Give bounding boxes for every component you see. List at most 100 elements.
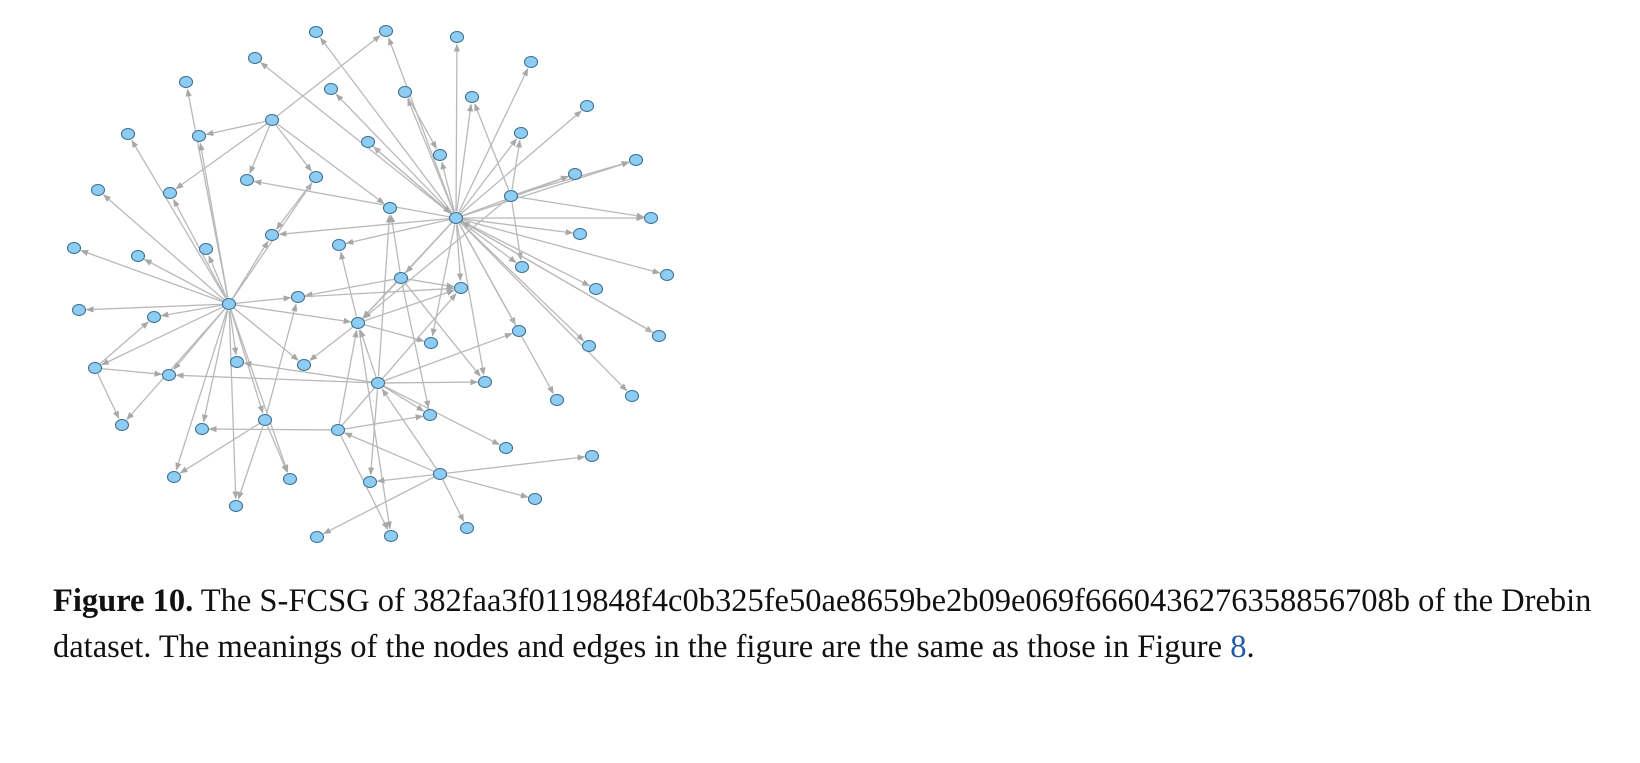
graph-node	[247, 51, 263, 65]
graph-node	[477, 375, 493, 389]
caption-end: .	[1246, 629, 1255, 665]
graph-edge	[404, 282, 481, 377]
graph-node	[178, 75, 194, 89]
graph-node	[308, 25, 324, 39]
graph-edge	[430, 224, 456, 337]
graph-node	[423, 336, 439, 350]
graph-node	[581, 339, 597, 353]
graph-edge	[160, 304, 223, 318]
graph-edge	[368, 389, 379, 476]
graph-edge	[389, 214, 401, 272]
graph-node	[503, 189, 519, 203]
graph-edge	[322, 476, 435, 535]
graph-edge	[462, 219, 661, 275]
graph-edge	[101, 367, 163, 377]
graph-node	[370, 376, 386, 390]
graph-edges	[80, 35, 661, 535]
graph-node	[191, 129, 207, 143]
graph-node	[290, 290, 306, 304]
graph-node	[323, 82, 339, 96]
graph-nodes	[66, 24, 675, 544]
graph-edge	[80, 249, 224, 303]
graph-node	[464, 90, 480, 104]
graph-edge	[383, 332, 513, 382]
figure-label: Figure 10.	[53, 583, 194, 619]
graph-node	[308, 170, 324, 184]
graph-edge	[344, 432, 435, 473]
graph-edge	[278, 217, 450, 237]
graph-node	[282, 472, 298, 486]
graph-node	[221, 297, 237, 311]
graph-node	[239, 173, 255, 187]
graph-node	[579, 99, 595, 113]
graph-node	[166, 470, 182, 484]
graph-edge	[345, 218, 450, 245]
graph-edge	[456, 224, 486, 376]
graph-node	[527, 492, 543, 506]
graph-edge	[208, 255, 228, 299]
graph-node	[549, 393, 565, 407]
graph-node	[362, 475, 378, 489]
graph-edge	[377, 214, 393, 377]
graph-edge	[453, 43, 461, 212]
graph-edge	[407, 278, 455, 289]
graph-node	[448, 211, 464, 225]
graph-node	[66, 241, 82, 255]
graph-edge	[276, 35, 381, 117]
graph-edge	[143, 258, 224, 302]
graph-edge	[446, 454, 586, 474]
graph-node	[71, 303, 87, 317]
figure-reference-link[interactable]: 8	[1230, 629, 1247, 665]
graph-node	[90, 183, 106, 197]
graph-edge	[175, 309, 228, 471]
graph-node	[120, 127, 136, 141]
graph-edge	[384, 379, 479, 386]
graph-edge	[131, 139, 227, 299]
graph-edge	[338, 329, 359, 424]
graph-edge	[461, 221, 654, 334]
graph-edge	[372, 145, 451, 214]
graph-node	[459, 521, 475, 535]
graph-edge	[233, 307, 299, 361]
graph-node	[588, 282, 604, 296]
graph-edge	[458, 68, 529, 213]
graph-node	[198, 242, 214, 256]
graph-node	[382, 201, 398, 215]
graph-node	[330, 423, 346, 437]
graph-edge	[442, 479, 465, 522]
graph-edge	[460, 110, 582, 215]
graph-edge	[407, 97, 437, 150]
graph-edge	[474, 103, 510, 191]
graph-node	[130, 249, 146, 263]
graph-node	[264, 228, 280, 242]
graph-edge	[249, 125, 271, 174]
graph-node	[449, 30, 465, 44]
graph-edge	[363, 199, 507, 319]
graph-edge	[266, 425, 288, 473]
graph-edge	[511, 139, 522, 190]
graph-node	[296, 358, 312, 372]
graph-node	[146, 310, 162, 324]
graph-edge	[229, 310, 239, 356]
graph-edge	[405, 222, 453, 274]
graph-node	[432, 467, 448, 481]
graph-node	[114, 418, 130, 432]
graph-edge	[359, 329, 377, 378]
graph-node	[651, 329, 667, 343]
graph-edge	[97, 373, 120, 419]
graph-edge	[460, 221, 517, 264]
graph-edge	[237, 425, 264, 500]
graph-node	[643, 211, 659, 225]
graph-node	[567, 167, 583, 181]
graph-node	[360, 135, 376, 149]
graph-edge	[458, 223, 554, 395]
graph-edge	[228, 310, 239, 500]
graph-node	[309, 530, 325, 544]
graph-edge	[304, 285, 455, 298]
graph-edge	[85, 303, 223, 313]
graph-node	[572, 227, 588, 241]
graph-edge	[208, 425, 332, 433]
graph-edge	[175, 123, 268, 190]
graph-node	[264, 113, 280, 127]
graph-edge	[461, 220, 591, 287]
